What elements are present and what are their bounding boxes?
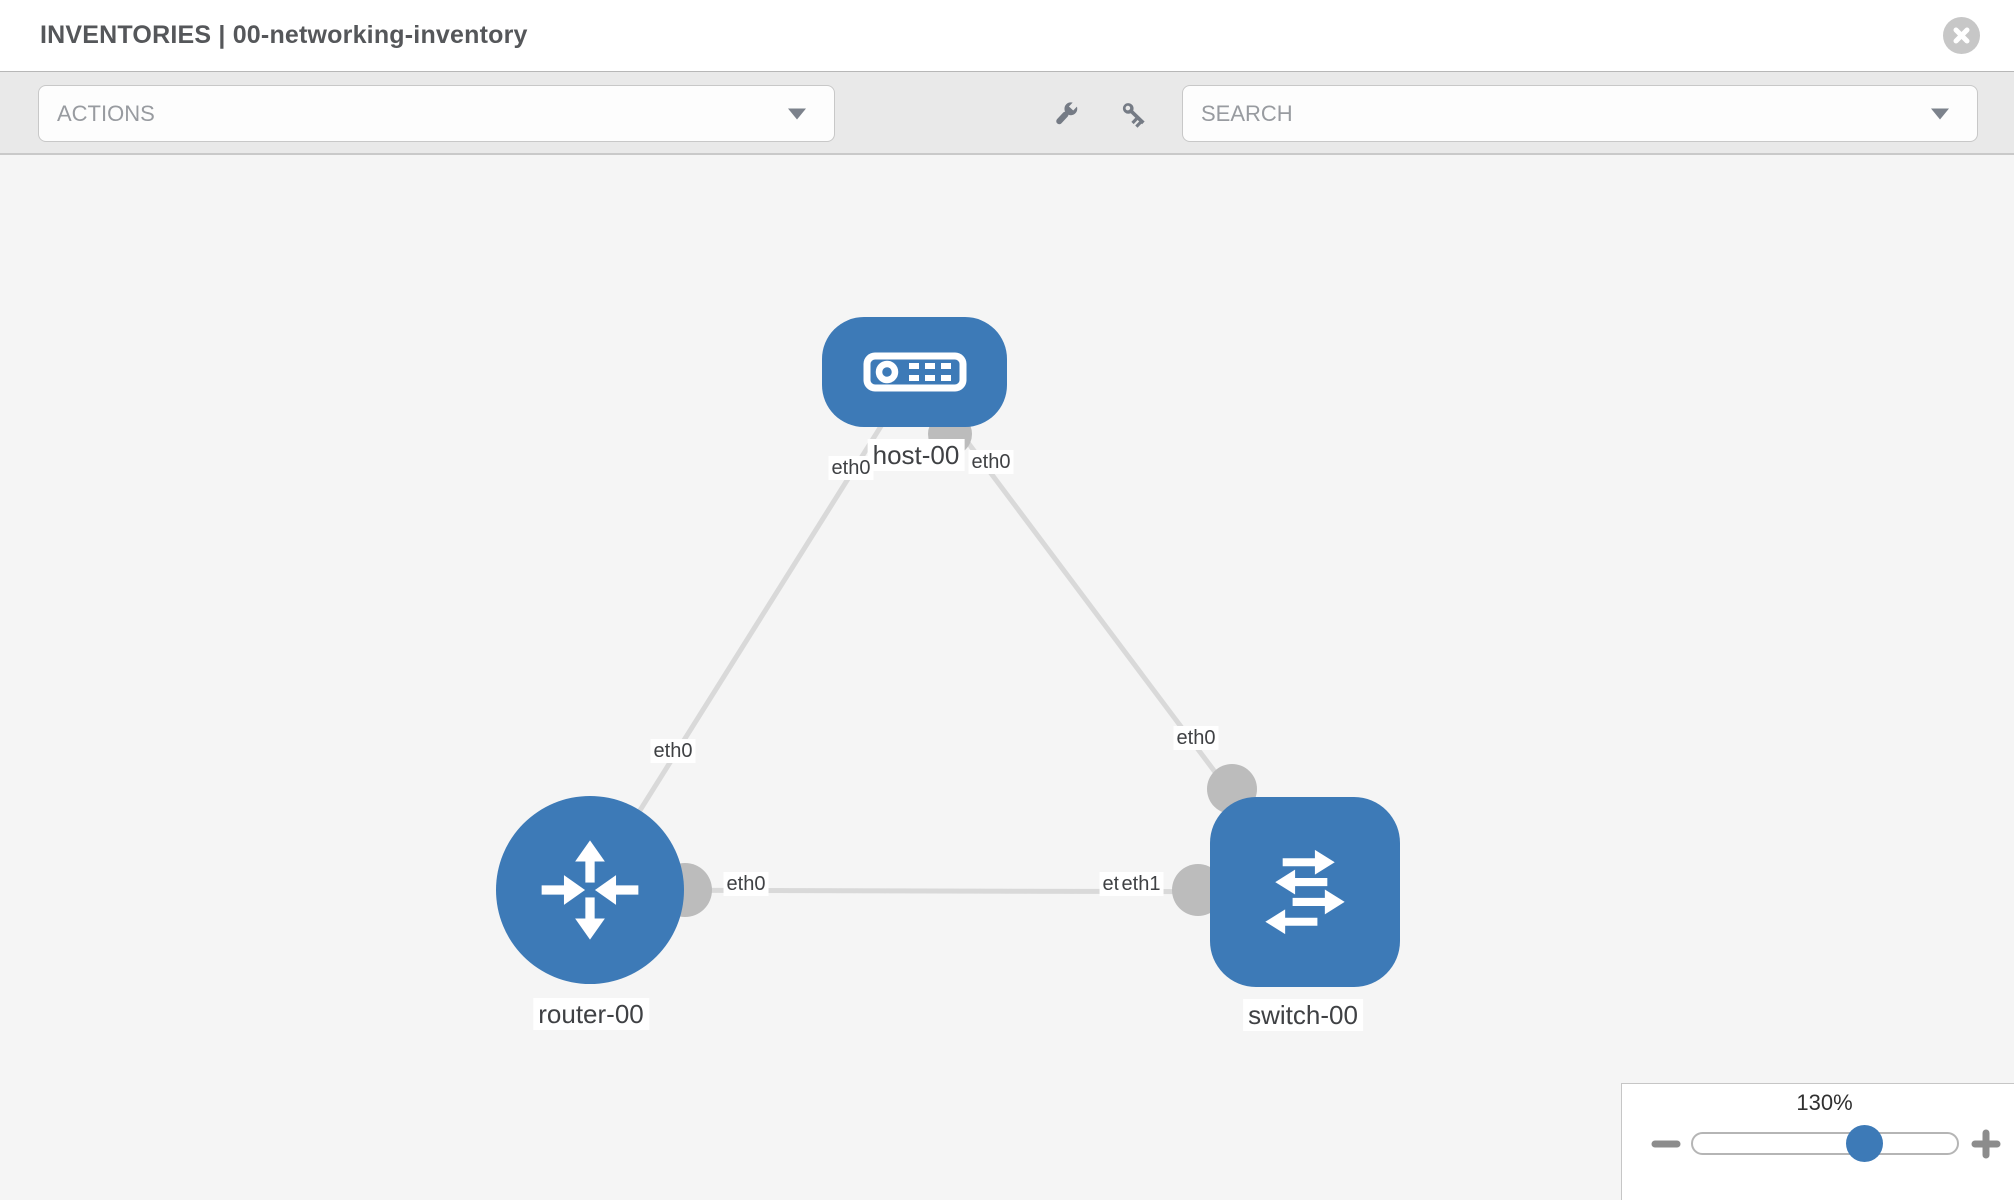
key-icon (1122, 103, 1145, 128)
wrench-icon (1056, 100, 1079, 125)
plus-icon (1971, 1129, 2001, 1159)
zoom-control-panel: 130% (1621, 1083, 2014, 1200)
node-host-00[interactable] (822, 317, 1007, 427)
header: INVENTORIES | 00-networking-inventory (0, 0, 2014, 72)
interface-label-switch-eth1-left: eth1 (1118, 872, 1164, 896)
interface-label-router-eth0-top: eth0 (650, 739, 696, 763)
search-dropdown-value: SEARCH (1201, 100, 1293, 126)
server-icon (863, 352, 966, 392)
topology-links-layer (587, 370, 1307, 917)
page-title: INVENTORIES | 00-networking-inventory (40, 21, 528, 49)
minus-icon (1651, 1140, 1681, 1148)
search-dropdown[interactable]: SEARCH (1182, 85, 1978, 142)
node-label-host-00: host-00 (867, 439, 965, 471)
actions-dropdown-value: ACTIONS (57, 100, 155, 126)
router-arrows-icon (541, 840, 639, 940)
zoom-out-button[interactable] (1649, 1127, 1683, 1161)
node-switch-00[interactable] (1210, 797, 1400, 987)
interface-label-router-eth0-right: eth0 (723, 872, 769, 896)
close-button[interactable] (1943, 17, 1980, 54)
tools-button[interactable] (1044, 92, 1088, 136)
zoom-slider-handle[interactable] (1846, 1125, 1883, 1162)
credentials-button[interactable] (1112, 92, 1156, 136)
chevron-down-icon (1931, 108, 1949, 119)
node-router-00[interactable] (496, 796, 684, 984)
chevron-down-icon (788, 108, 806, 119)
zoom-in-button[interactable] (1969, 1127, 2003, 1161)
interface-label-switch-eth0-top: eth0 (1173, 726, 1219, 750)
node-label-switch-00: switch-00 (1243, 999, 1363, 1031)
topology-canvas[interactable]: host-00 router-00 switch-00 eth0 eth0 et… (0, 155, 2014, 1200)
zoom-slider-track[interactable] (1691, 1132, 1959, 1155)
actions-dropdown[interactable]: ACTIONS (38, 85, 835, 142)
node-label-router-00: router-00 (533, 998, 649, 1030)
close-icon (1953, 27, 1970, 44)
switch-arrows-icon (1265, 849, 1345, 935)
toolbar: ACTIONS (0, 72, 2014, 155)
zoom-level-value: 130% (1796, 1090, 1853, 1115)
interface-label-host-eth0-left: eth0 (828, 456, 874, 480)
interface-label-host-eth0-right: eth0 (968, 450, 1014, 474)
